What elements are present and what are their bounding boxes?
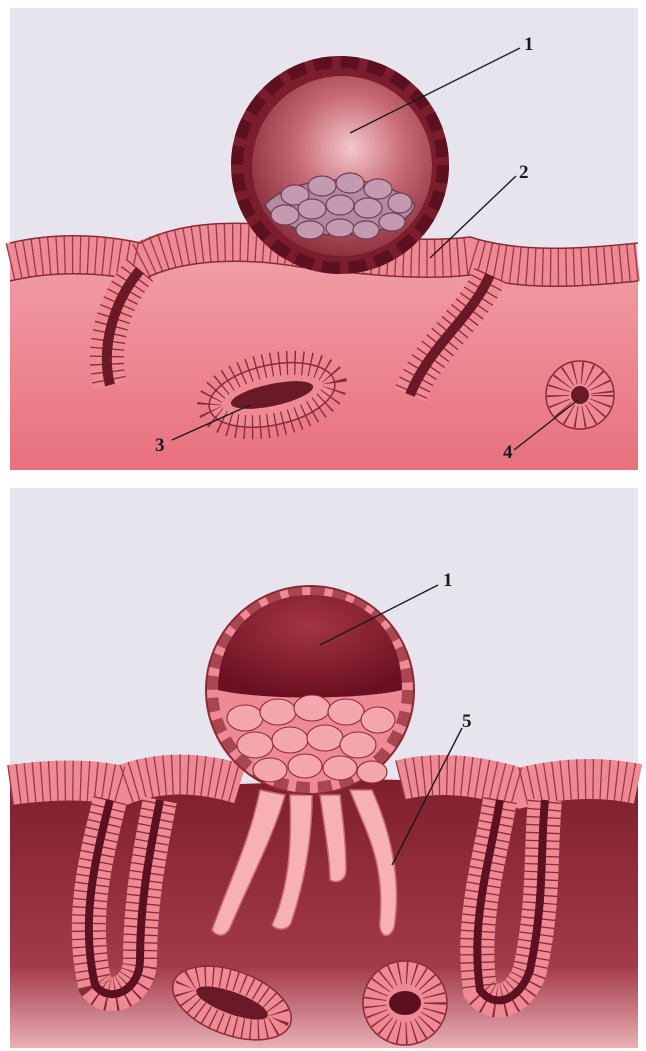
bottom-panel: 1 5 <box>10 488 638 1051</box>
label-1-top: 1 <box>524 34 534 55</box>
label-5: 5 <box>462 711 472 732</box>
label-2: 2 <box>519 162 529 183</box>
gland-cross-section-round <box>546 361 614 429</box>
bottom-gland-cross-section-right <box>363 961 447 1045</box>
label-3: 3 <box>155 435 165 456</box>
top-panel: 1 2 3 4 <box>10 8 638 470</box>
label-4: 4 <box>503 442 513 463</box>
top-blastocyst <box>231 56 449 274</box>
label-1-bottom: 1 <box>443 570 453 591</box>
